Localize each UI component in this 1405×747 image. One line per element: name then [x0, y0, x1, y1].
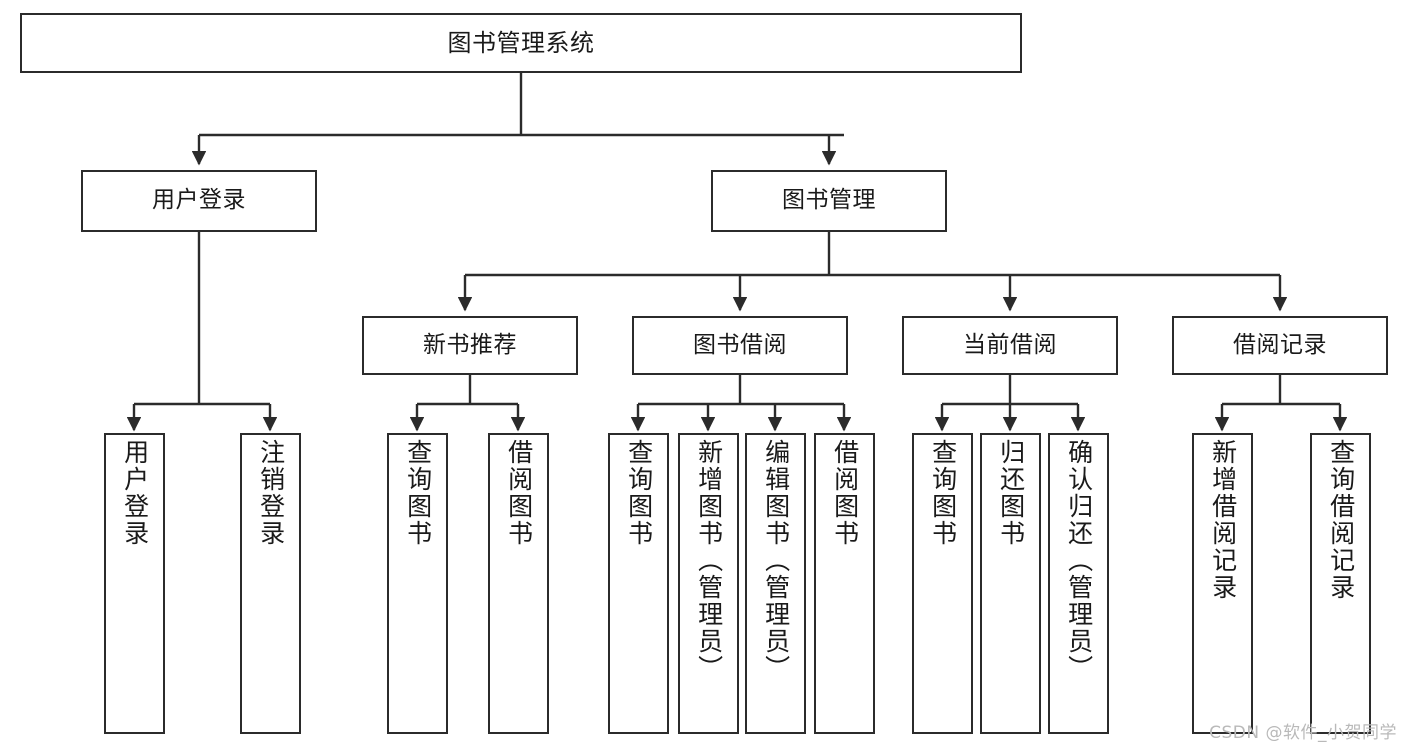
- node-leaf-logout[interactable]: 注销登录: [240, 433, 301, 734]
- node-book-manage[interactable]: 图书管理: [711, 170, 947, 232]
- node-leaf-return-book-label: 归还图书: [996, 439, 1026, 547]
- node-leaf-query-book-1-label: 查询图书: [403, 439, 433, 547]
- node-leaf-borrow-book-1-label: 借阅图书: [504, 439, 534, 547]
- node-new-book-rec-label: 新书推荐: [423, 331, 517, 358]
- node-leaf-borrow-book-2[interactable]: 借阅图书: [814, 433, 875, 734]
- node-leaf-add-record-label: 新增借阅记录: [1208, 439, 1238, 601]
- node-book-borrow[interactable]: 图书借阅: [632, 316, 848, 375]
- node-book-manage-label: 图书管理: [782, 187, 876, 214]
- node-leaf-query-book-2-label: 查询图书: [624, 439, 654, 547]
- node-current-borrow-label: 当前借阅: [963, 331, 1057, 358]
- node-user-login-label: 用户登录: [152, 187, 246, 214]
- node-leaf-confirm-return[interactable]: 确认归还（管理员）: [1048, 433, 1109, 734]
- node-leaf-add-record[interactable]: 新增借阅记录: [1192, 433, 1253, 734]
- node-root-system-label: 图书管理系统: [447, 28, 595, 57]
- node-leaf-return-book[interactable]: 归还图书: [980, 433, 1041, 734]
- node-leaf-edit-book[interactable]: 编辑图书（管理员）: [745, 433, 806, 734]
- node-leaf-borrow-book-1[interactable]: 借阅图书: [488, 433, 549, 734]
- node-leaf-query-record-label: 查询借阅记录: [1326, 439, 1356, 601]
- node-borrow-record[interactable]: 借阅记录: [1172, 316, 1388, 375]
- node-leaf-user-login-label: 用户登录: [120, 439, 150, 547]
- node-leaf-add-book[interactable]: 新增图书（管理员）: [678, 433, 739, 734]
- node-leaf-query-book-3[interactable]: 查询图书: [912, 433, 973, 734]
- node-leaf-query-record[interactable]: 查询借阅记录: [1310, 433, 1371, 734]
- node-leaf-user-login[interactable]: 用户登录: [104, 433, 165, 734]
- node-leaf-borrow-book-2-label: 借阅图书: [830, 439, 860, 547]
- csdn-watermark: CSDN @软件_小贺同学: [1209, 723, 1397, 743]
- node-current-borrow[interactable]: 当前借阅: [902, 316, 1118, 375]
- node-root-system[interactable]: 图书管理系统: [20, 13, 1022, 73]
- node-leaf-query-book-1[interactable]: 查询图书: [387, 433, 448, 734]
- node-book-borrow-label: 图书借阅: [693, 331, 787, 358]
- node-leaf-logout-label: 注销登录: [256, 439, 286, 547]
- node-leaf-add-book-label: 新增图书（管理员）: [694, 439, 724, 682]
- node-leaf-query-book-2[interactable]: 查询图书: [608, 433, 669, 734]
- node-new-book-rec[interactable]: 新书推荐: [362, 316, 578, 375]
- node-user-login[interactable]: 用户登录: [81, 170, 317, 232]
- node-leaf-edit-book-label: 编辑图书（管理员）: [761, 439, 791, 682]
- node-leaf-confirm-return-label: 确认归还（管理员）: [1064, 439, 1094, 682]
- node-leaf-query-book-3-label: 查询图书: [928, 439, 958, 547]
- node-borrow-record-label: 借阅记录: [1233, 331, 1327, 358]
